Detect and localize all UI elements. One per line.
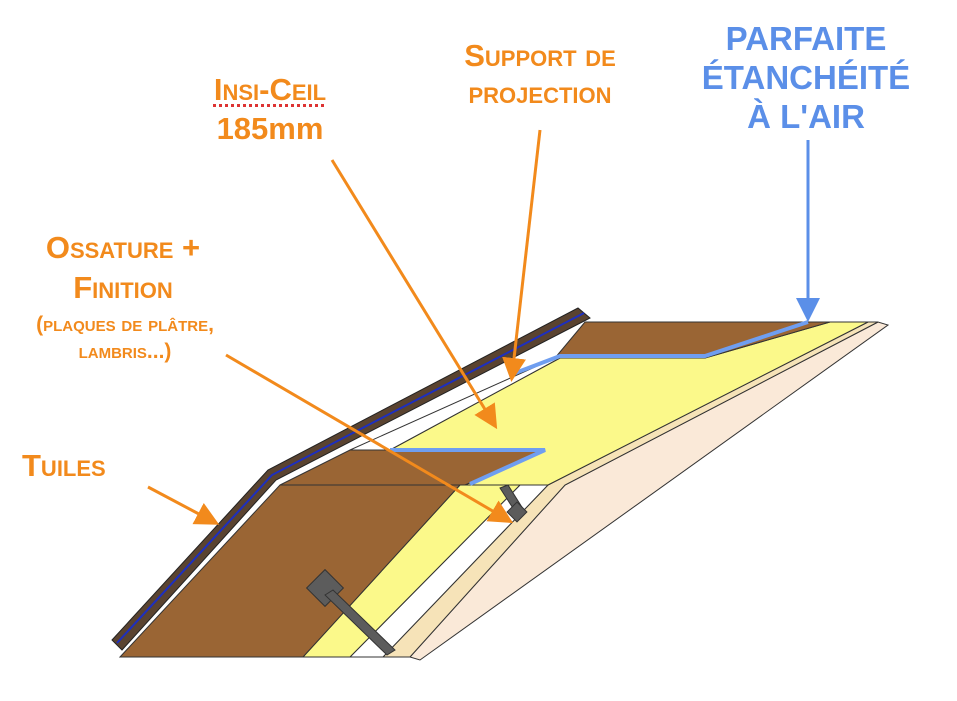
- label-insulation: Insi-Ceil 185mm: [160, 74, 380, 144]
- label-line: Insi-Ceil: [213, 72, 327, 107]
- label-line: lambris...): [78, 340, 172, 363]
- arrow-insulation: [330, 159, 498, 430]
- label-line: Ossature +: [45, 230, 201, 265]
- air-barrier-membrane-step: [390, 448, 546, 486]
- label-line: Finition: [73, 270, 173, 305]
- label-framing: Ossature + Finition: [8, 232, 238, 303]
- roof-membrane: [116, 312, 585, 644]
- label-projection-support: Support de projection: [420, 40, 660, 108]
- label-line: À L'AIR: [747, 98, 865, 135]
- label-line: projection: [468, 75, 612, 110]
- label-line: (plaques de plâtre,: [36, 313, 214, 336]
- arrow-framing: [225, 353, 514, 524]
- label-air-tightness: PARFAITE ÉTANCHÉITÉ À L'AIR: [670, 22, 942, 133]
- label-framing-detail: (plaques de plâtre, lambris...): [0, 314, 250, 362]
- air-barrier-membrane: [509, 320, 809, 377]
- label-line: Support de: [464, 38, 616, 73]
- arrow-tiles: [147, 485, 220, 525]
- arrow-projection-support: [502, 129, 542, 382]
- label-line: ÉTANCHÉITÉ: [701, 59, 911, 96]
- bracket-lower: [305, 568, 396, 656]
- lower-wood-panel: [118, 484, 462, 658]
- label-line: 185mm: [216, 111, 324, 146]
- label-line: PARFAITE: [725, 20, 887, 57]
- roof-tiles: [111, 307, 591, 651]
- label-tiles: Tuiles: [22, 448, 106, 483]
